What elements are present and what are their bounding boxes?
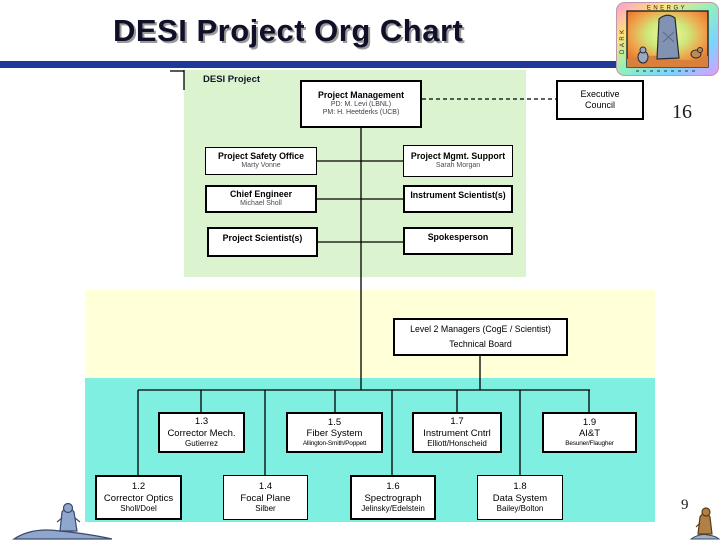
project-safety-office-box: Project Safety Office Marty Vonne [205, 147, 317, 175]
executive-council-box: Executive Council [556, 80, 644, 120]
wbs-name: Spectrograph [364, 492, 422, 504]
wbs-person: Sholl/Doel [120, 504, 157, 514]
wbs-number: 1.7 [450, 415, 464, 427]
box-title: Chief Engineer [229, 189, 293, 200]
wbs-person: Silber [255, 504, 276, 514]
spokesperson-box: Spokesperson [403, 227, 513, 255]
project-management-title: Project Management [317, 89, 405, 100]
executive-council-line2: Council [584, 100, 615, 110]
wbs-number: 1.5 [327, 416, 342, 428]
wbs-number: 1.3 [194, 415, 209, 427]
page-title: DESI Project Org Chart [113, 13, 464, 48]
wbs-person: Bailey/Bolton [496, 504, 544, 514]
instrument-scientists-box: Instrument Scientist(s) [403, 185, 513, 213]
footer-page-number: 9 [681, 497, 689, 513]
project-director-line: PD: M. Levi (LBNL) [330, 100, 392, 108]
wbs-box-1-7: 1.7 Instrument Cntrl Elliott/Honscheid [412, 412, 502, 453]
dark-energy-logo: ENERGY DARK [616, 2, 719, 76]
wbs-name: Focal Plane [240, 492, 291, 504]
chief-engineer-box: Chief Engineer Michael Sholl [205, 185, 317, 213]
logo-top-text: ENERGY [647, 6, 687, 12]
level2-line2: Technical Board [449, 339, 512, 349]
wbs-person: Jelinsky/Edelstein [361, 504, 425, 514]
box-person: Marty Vonne [241, 162, 281, 170]
project-manager-line: PM: H. Heetderks (UCB) [322, 109, 400, 117]
wbs-name: AI&T [578, 428, 601, 440]
wbs-name: Fiber System [306, 428, 363, 440]
box-title: Project Scientist(s) [222, 232, 303, 243]
marmot-cartoon-left [12, 502, 113, 540]
level2-line1: Level 2 Managers (CogE / Scientist) [410, 324, 551, 335]
wbs-person: Allington-Smith/Poppett [302, 440, 367, 448]
wbs-box-1-9: 1.9 AI&T Besuner/Flaugher [542, 412, 637, 453]
box-person: Michael Sholl [240, 200, 282, 208]
wbs-number: 1.9 [582, 416, 597, 428]
desi-project-label: DESI Project [203, 74, 261, 85]
level2-panel [85, 290, 655, 378]
logo-left-text: DARK [620, 27, 626, 54]
wbs-name: Corrector Optics [103, 492, 174, 504]
wbs-name: Data System [492, 492, 548, 504]
wbs-number: 1.4 [258, 480, 273, 492]
wbs-box-1-5: 1.5 Fiber System Allington-Smith/Poppett [286, 412, 383, 453]
wbs-box-1-6: 1.6 Spectrograph Jelinsky/Edelstein [350, 475, 436, 520]
wbs-box-1-2: 1.2 Corrector Optics Sholl/Doel [95, 475, 182, 520]
level2-managers-box: Level 2 Managers (CogE / Scientist) Tech… [393, 318, 568, 356]
wbs-box-1-8: 1.8 Data System Bailey/Bolton [477, 475, 563, 520]
box-title: Project Safety Office [217, 151, 305, 162]
wbs-number: 1.6 [386, 480, 400, 492]
wbs-box-1-4: 1.4 Focal Plane Silber [223, 475, 308, 520]
wbs-person: Elliott/Honscheid [427, 439, 487, 449]
box-title: Spokesperson [427, 231, 489, 242]
wbs-box-1-3: 1.3 Corrector Mech. Gutierrez [158, 412, 245, 453]
project-scientists-box: Project Scientist(s) [207, 227, 318, 257]
box-person: Sarah Morgan [435, 162, 481, 170]
marmot-cartoon-right [690, 507, 720, 540]
wbs-number: 1.8 [513, 480, 527, 492]
wbs-name: Corrector Mech. [167, 427, 236, 439]
project-management-box: Project Management PD: M. Levi (LBNL) PM… [300, 80, 422, 128]
wbs-person: Besuner/Flaugher [565, 440, 614, 448]
wbs-name: Instrument Cntrl [423, 427, 491, 439]
box-title: Instrument Scientist(s) [410, 189, 506, 200]
project-mgmt-support-box: Project Mgmt. Support Sarah Morgan [403, 145, 513, 177]
wbs-number: 1.2 [131, 480, 146, 492]
wbs-person: Gutierrez [185, 439, 218, 449]
side-page-number: 16 [672, 101, 692, 123]
box-title: Project Mgmt. Support [410, 151, 506, 162]
title-underline-bar [0, 61, 618, 68]
executive-council-line1: Executive [580, 88, 620, 99]
